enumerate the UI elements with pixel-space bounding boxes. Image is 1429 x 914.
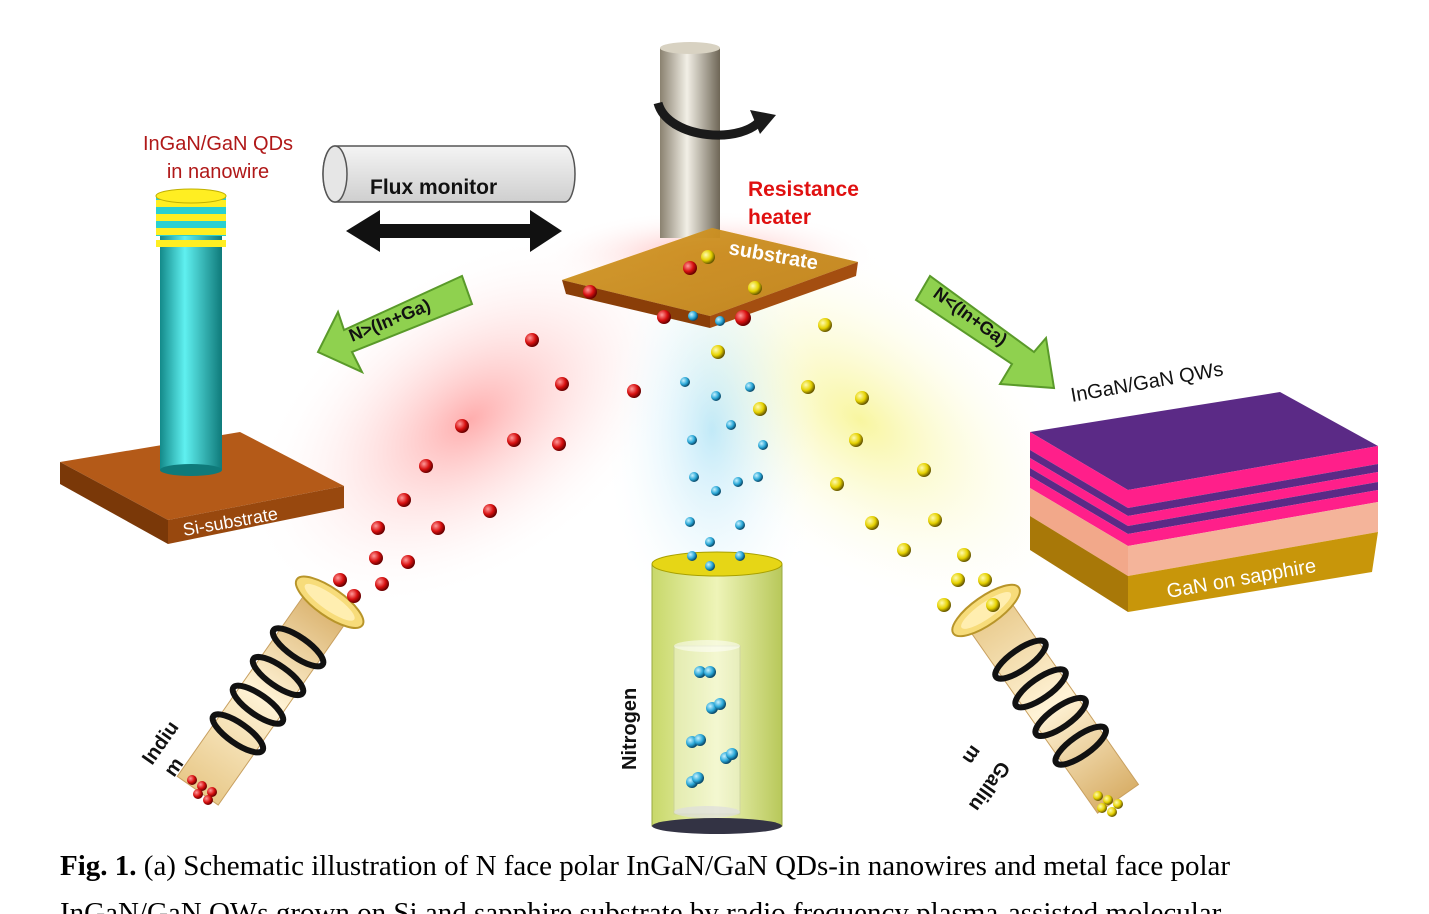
gallium-label-1: Galliu [964, 757, 1014, 815]
flux-monitor [322, 145, 576, 203]
arrow-n-greater [316, 274, 474, 375]
nitrogen-atoms [680, 311, 768, 788]
rotation-arrow-icon [653, 101, 766, 140]
nitrogen-label: Nitrogen [619, 688, 641, 770]
rotation-arrowhead-icon [750, 110, 776, 134]
qd-title-line1: InGaN/GaN QDs [143, 133, 293, 155]
nitrogen-cell [651, 551, 783, 834]
si-substrate-block [60, 432, 344, 544]
arrow-n-less [914, 274, 1056, 390]
figure-label: Fig. 1. [60, 850, 137, 882]
flux-monitor-label: Flux monitor [370, 176, 497, 199]
qd-title-line2: in nanowire [167, 161, 269, 183]
nanowire [155, 188, 227, 476]
gallium-cell [951, 583, 1140, 814]
caption-text: (a) Schematic illustration of N face pol… [136, 850, 1231, 882]
resistance-heater-label-1: Resistance [748, 178, 859, 201]
indium-atoms [187, 261, 751, 805]
indium-cell [176, 575, 365, 806]
qw-stack [1030, 392, 1378, 612]
resistance-heater-label-2: heater [748, 206, 811, 229]
figure-caption: Fig. 1. (a) Schematic illustration of N … [60, 840, 1420, 892]
qw-title: InGaN/GaN QWs [1069, 358, 1225, 406]
rotation-rod [660, 42, 720, 238]
nitrogen-beam-glow [602, 210, 822, 650]
figure-caption-line2: InGaN/GaN QWs grown on Si and sapphire s… [60, 897, 1222, 914]
gallium-label-2: m [958, 741, 986, 768]
double-arrow-icon [346, 210, 562, 252]
gallium-atoms [701, 250, 1123, 817]
